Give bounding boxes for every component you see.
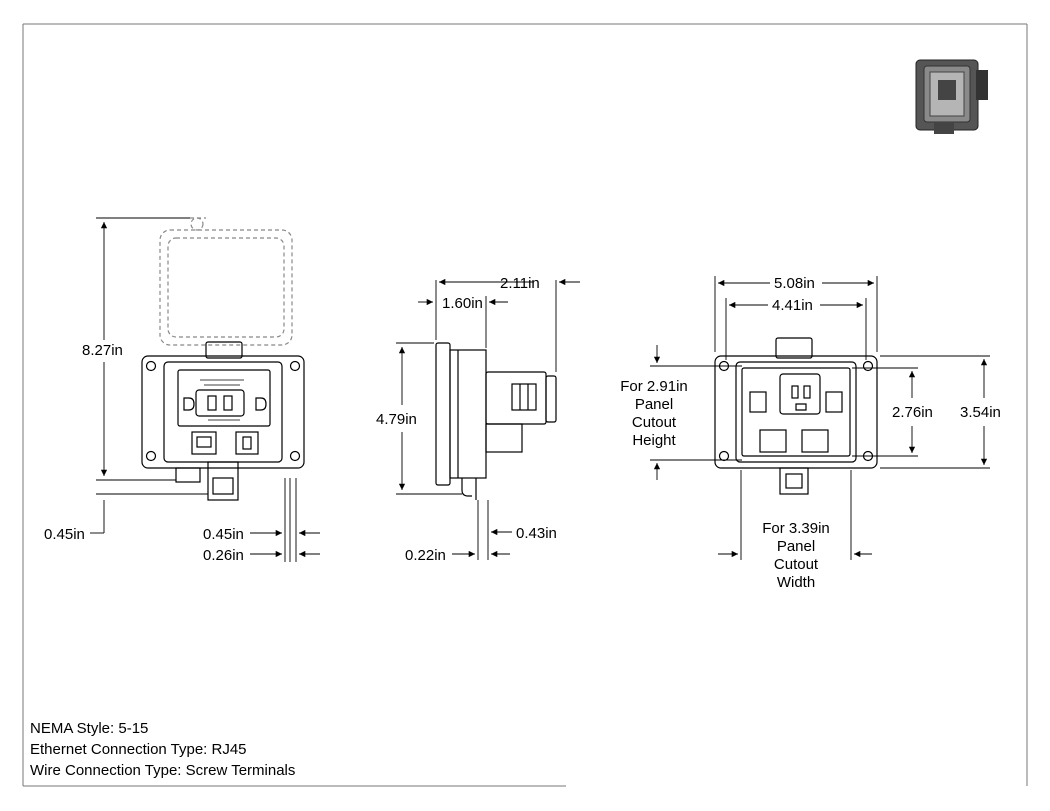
svg-text:Cutout: Cutout — [632, 414, 677, 431]
svg-text:For 3.39in: For 3.39in — [762, 520, 830, 537]
dim-back-width-inner: 4.41in — [772, 297, 813, 314]
svg-text:Cutout: Cutout — [774, 556, 819, 573]
spec-ethernet-type: Ethernet Connection Type: RJ45 — [30, 741, 247, 758]
side-view — [435, 342, 557, 500]
dim-front-left-offset: 0.45in — [44, 526, 85, 543]
open-lid-dashed — [159, 217, 293, 346]
isometric-thumbnail — [915, 59, 988, 134]
dim-side-depth-overall: 2.11in — [500, 275, 540, 292]
dim-back-cutout-width: For 3.39in Panel Cutout Width — [762, 520, 830, 591]
svg-text:Panel: Panel — [635, 396, 673, 413]
dim-front-bottom-small: 0.26in — [203, 547, 244, 564]
back-view — [714, 337, 878, 495]
dim-back-height-inner: 2.76in — [892, 404, 933, 421]
svg-text:Height: Height — [632, 432, 676, 449]
dim-back-cutout-height: For 2.91in Panel Cutout Height — [620, 378, 688, 449]
svg-text:Width: Width — [777, 574, 815, 591]
dim-side-bottom-left: 0.22in — [405, 547, 446, 564]
sheet-border — [22, 23, 1028, 787]
spec-wire-connection: Wire Connection Type: Screw Terminals — [30, 762, 296, 779]
dimension-lines — [90, 217, 990, 562]
spec-nema-style: NEMA Style: 5-15 — [30, 720, 149, 737]
dim-back-width-overall: 5.08in — [774, 275, 815, 292]
svg-text:Panel: Panel — [777, 538, 815, 555]
dim-side-depth-front: 1.60in — [442, 295, 483, 312]
dim-side-height: 4.79in — [376, 411, 417, 428]
dim-back-height-overall: 3.54in — [960, 404, 1001, 421]
dim-side-bottom-right: 0.43in — [516, 525, 557, 542]
front-view — [141, 217, 305, 501]
dim-front-bottom-offset: 0.45in — [203, 526, 244, 543]
dim-front-height-open: 8.27in — [82, 342, 123, 359]
svg-text:For 2.91in: For 2.91in — [620, 378, 688, 395]
